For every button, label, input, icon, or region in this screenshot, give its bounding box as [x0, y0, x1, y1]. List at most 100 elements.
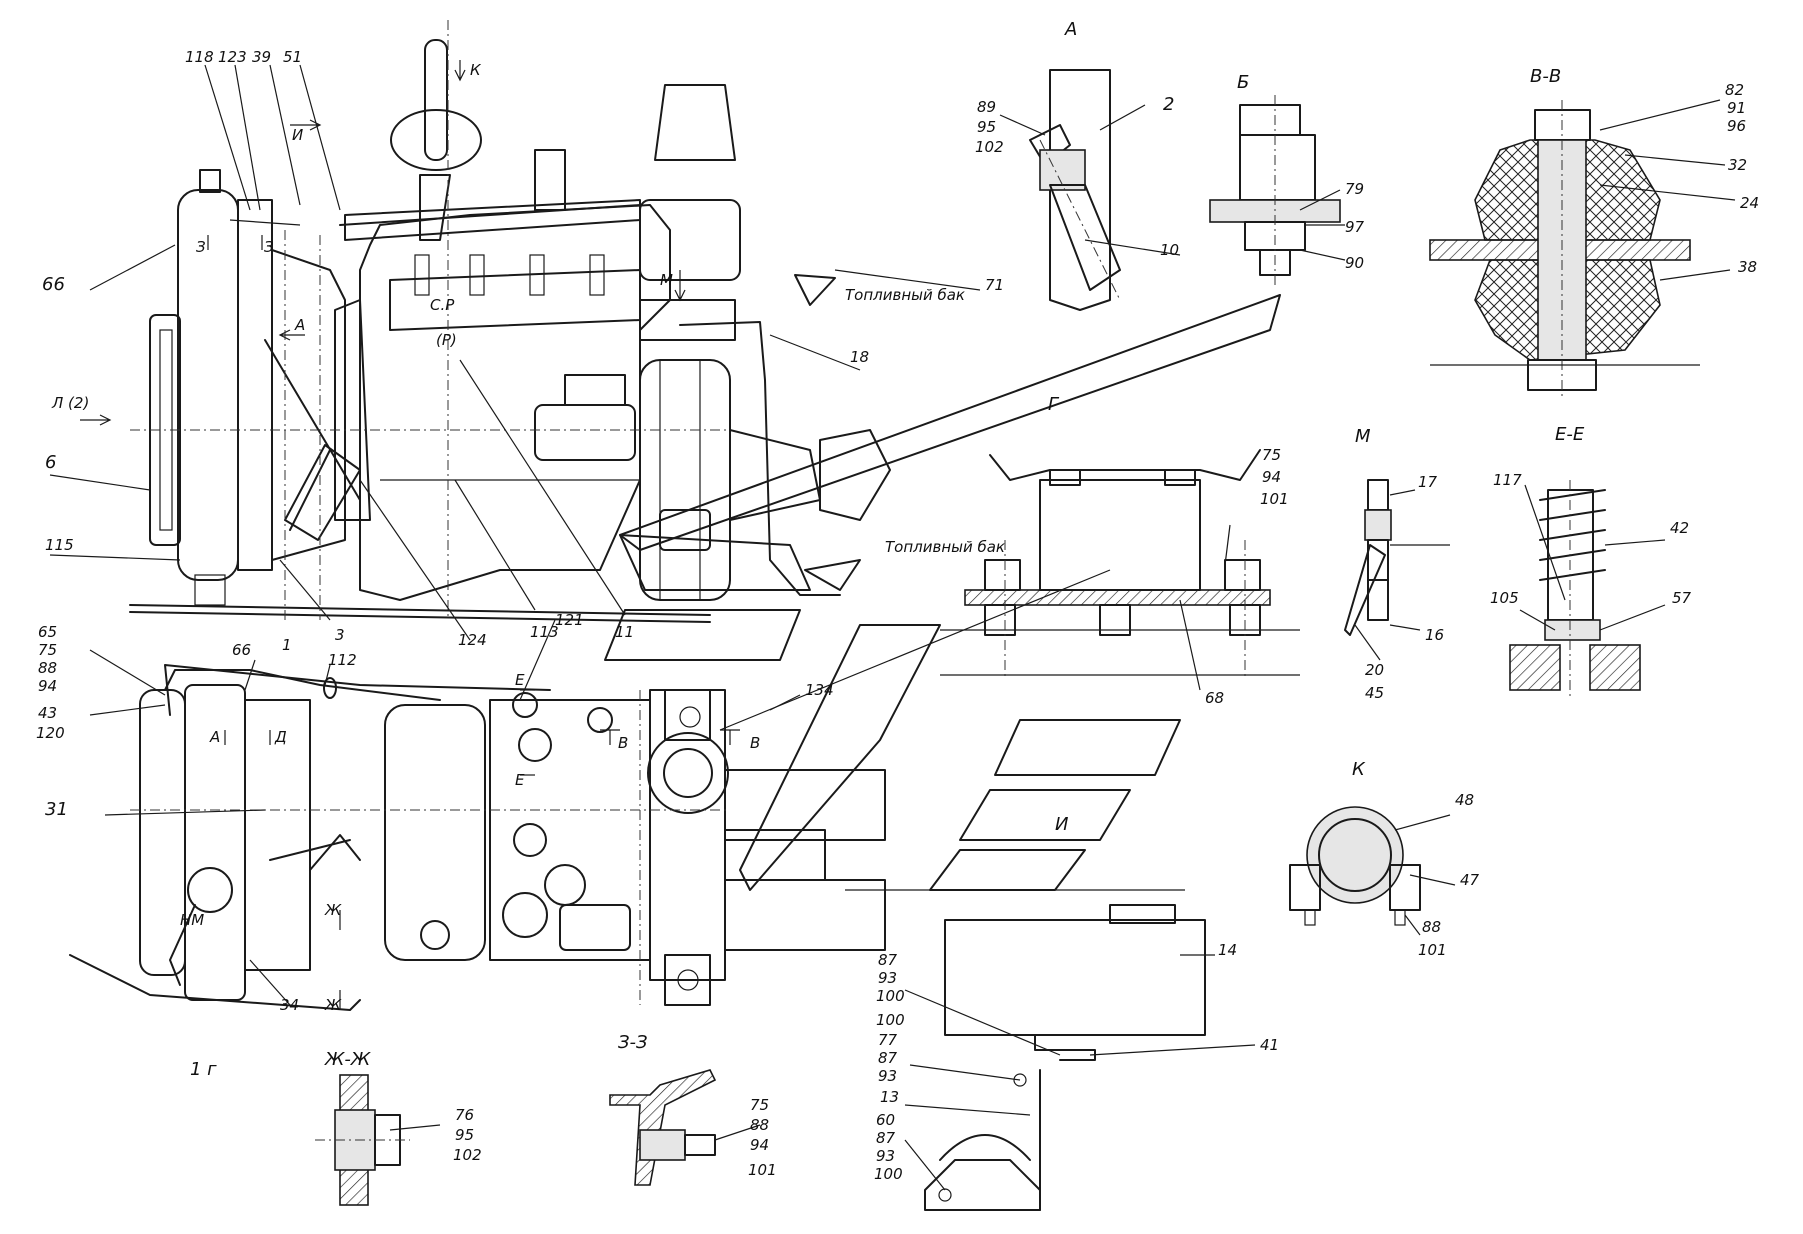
callout-68: 68	[1205, 689, 1224, 707]
callout-121: 121	[555, 611, 584, 629]
callout-43: 43	[38, 704, 57, 722]
section-B	[1209, 95, 1341, 285]
callout-88a: 88	[38, 659, 57, 677]
callout-102a: 102	[975, 138, 1004, 156]
callout-38: 38	[1738, 258, 1757, 276]
engine-top-view	[69, 664, 886, 1011]
callout-88b: 88	[1422, 918, 1441, 936]
callout-75b: 75	[38, 641, 57, 659]
callout-100c: 100	[874, 1165, 903, 1183]
callout-66b: 66	[232, 641, 251, 659]
callout-24: 24	[1740, 194, 1759, 212]
callout-numbers: 118 123 39 51 66 6 115 3 124 113 11 18 7…	[36, 48, 1759, 1183]
callout-115: 115	[45, 536, 74, 554]
section-A	[1029, 69, 1121, 311]
callout-94a: 94	[1262, 468, 1281, 486]
callout-18: 18	[850, 348, 869, 366]
view-I-arrow-note: И	[292, 126, 303, 144]
callout-60: 60	[876, 1111, 895, 1129]
section-K	[1289, 806, 1421, 926]
section-ZhZh	[315, 1074, 410, 1206]
callout-42: 42	[1670, 519, 1689, 537]
callout-32: 32	[1728, 156, 1747, 174]
section-VV	[1429, 100, 1700, 400]
callout-14: 14	[1218, 941, 1237, 959]
callout-105: 105	[1490, 589, 1519, 607]
view-M-arrow-note: М	[660, 271, 673, 289]
mark-Zh1: Ж	[324, 901, 342, 919]
mark-PL: (Р)	[436, 331, 457, 349]
mark-D: Д	[274, 728, 287, 746]
callout-91: 91	[1727, 99, 1746, 117]
mark-E1: Е	[515, 671, 525, 689]
callout-134: 134	[805, 681, 834, 699]
callout-79: 79	[1345, 180, 1364, 198]
section-K-title: К	[1352, 759, 1366, 780]
section-VV-title: В-В	[1530, 66, 1561, 87]
callout-101a: 101	[1260, 490, 1289, 508]
callout-97: 97	[1345, 218, 1365, 236]
callout-93c: 93	[876, 1147, 895, 1165]
callout-16: 16	[1425, 626, 1444, 644]
callout-94c: 94	[750, 1136, 769, 1154]
section-3-left-mark: З	[196, 238, 206, 256]
callout-65: 65	[38, 623, 57, 641]
callout-95b: 95	[455, 1126, 474, 1144]
callout-94b: 94	[38, 677, 57, 695]
callout-17: 17	[1418, 473, 1438, 491]
callout-39: 39	[252, 48, 271, 66]
callout-95a: 95	[977, 118, 996, 136]
callout-101b: 101	[1418, 941, 1447, 959]
callout-1: 1	[282, 636, 292, 654]
section-M	[1344, 479, 1450, 636]
callout-93a: 93	[878, 969, 897, 987]
callout-89: 89	[977, 98, 996, 116]
section-M-title: М	[1355, 426, 1371, 447]
callout-51: 51	[283, 48, 302, 66]
callout-93b: 93	[878, 1067, 897, 1085]
section-3-right-mark: З	[264, 238, 274, 256]
notes: Топливный бак Топливный бак Л (2) К И А …	[51, 61, 1005, 1014]
section-A-title: А	[1064, 19, 1077, 40]
callout-82: 82	[1725, 81, 1744, 99]
section-EE-title: Е-Е	[1555, 424, 1585, 445]
view-1G-title: 1 г	[190, 1059, 217, 1080]
callout-57: 57	[1672, 589, 1692, 607]
callout-13: 13	[880, 1088, 899, 1106]
callout-100a: 100	[876, 987, 905, 1005]
engine-side-view	[80, 20, 891, 623]
callout-113: 113	[530, 623, 559, 641]
section-ZZ-title: З-З	[618, 1032, 648, 1053]
mark-NM: НМ	[180, 911, 204, 929]
section-titles: А Б В-В Г М Е-Е К Ж-Ж З-З И 1 г	[190, 19, 1585, 1080]
fuel-tank-note-1: Топливный бак	[845, 286, 965, 304]
callout-20: 20	[1365, 661, 1384, 679]
section-B-title: Б	[1237, 72, 1249, 93]
callout-45: 45	[1365, 684, 1384, 702]
callout-41: 41	[1260, 1036, 1279, 1054]
callout-31: 31	[45, 799, 68, 820]
callout-87c: 87	[876, 1129, 896, 1147]
mark-V1: В	[618, 734, 628, 752]
callout-11: 11	[615, 623, 634, 641]
callout-124: 124	[458, 631, 487, 649]
callout-100b: 100	[876, 1011, 905, 1029]
callout-123: 123	[218, 48, 247, 66]
callout-117: 117	[1493, 471, 1522, 489]
callout-6: 6	[45, 452, 56, 473]
callout-87b: 87	[878, 1049, 898, 1067]
callout-75a: 75	[1262, 446, 1281, 464]
callout-66: 66	[42, 274, 65, 295]
callout-48: 48	[1455, 791, 1474, 809]
section-EE	[1509, 480, 1641, 700]
callout-112: 112	[328, 651, 357, 669]
section-I-title: И	[1055, 814, 1068, 835]
section-ZZ	[609, 1069, 717, 1186]
callout-118: 118	[185, 48, 214, 66]
view-K-arrow-note: К	[470, 61, 482, 79]
view-L-note: Л (2)	[51, 394, 89, 412]
mark-A: А	[209, 728, 220, 746]
callout-47: 47	[1460, 871, 1480, 889]
callout-3: 3	[335, 626, 345, 644]
